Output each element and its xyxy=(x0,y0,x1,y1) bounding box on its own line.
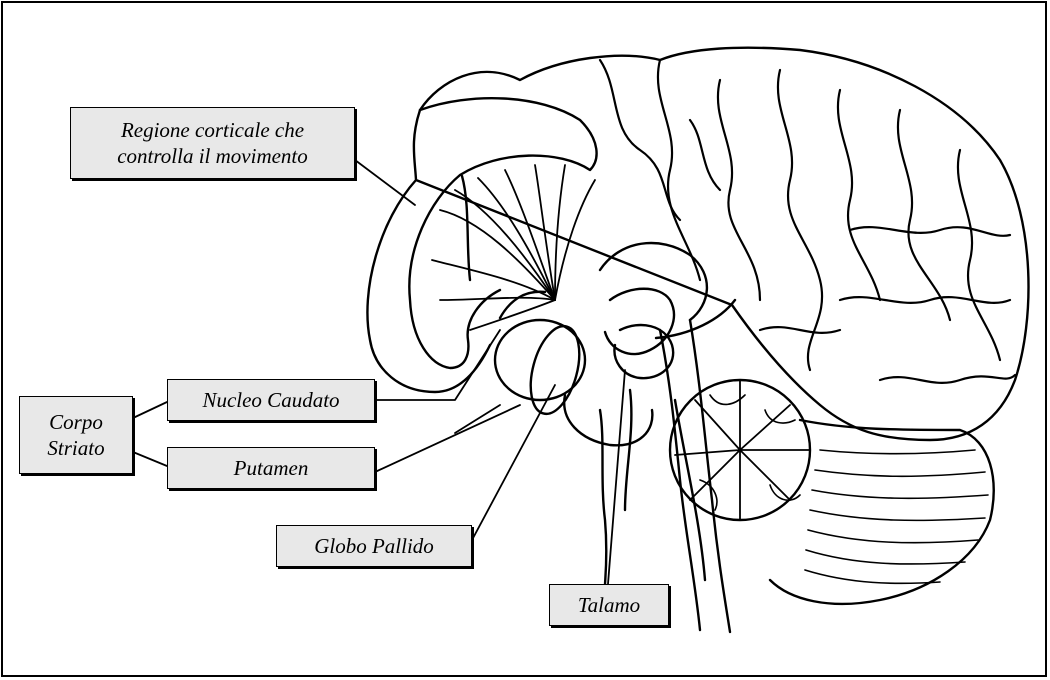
label-motor-cortex: Regione corticale che controlla il movim… xyxy=(70,107,355,179)
label-putamen-text: Putamen xyxy=(234,455,309,481)
label-motor-cortex-line1: Regione corticale che xyxy=(121,117,304,143)
leader-caudate xyxy=(375,330,500,400)
label-thalamus: Talamo xyxy=(549,584,669,626)
label-putamen: Putamen xyxy=(167,447,375,489)
label-globus-pallidus: Globo Pallido xyxy=(276,525,472,567)
label-caudate-text: Nucleo Caudato xyxy=(202,387,339,413)
leader-talamo xyxy=(608,370,625,584)
leader-corpo-putamen xyxy=(133,452,167,466)
leader-corpo-caudate xyxy=(133,402,167,418)
label-corpus-line2: Striato xyxy=(47,435,104,461)
leader-lines xyxy=(133,160,625,584)
label-motor-cortex-line2: controlla il movimento xyxy=(117,143,308,169)
label-corpus-line1: Corpo xyxy=(49,409,103,435)
corticospinal-fibers xyxy=(432,165,595,330)
gyri xyxy=(600,60,1015,383)
label-caudate-nucleus: Nucleo Caudato xyxy=(167,379,375,421)
leader-putamen xyxy=(375,405,520,472)
label-thalamus-text: Talamo xyxy=(578,592,640,618)
label-corpus-striatum: Corpo Striato xyxy=(19,396,133,474)
brainstem xyxy=(660,320,730,632)
leader-cortex xyxy=(355,160,415,205)
label-globus-text: Globo Pallido xyxy=(314,533,434,559)
